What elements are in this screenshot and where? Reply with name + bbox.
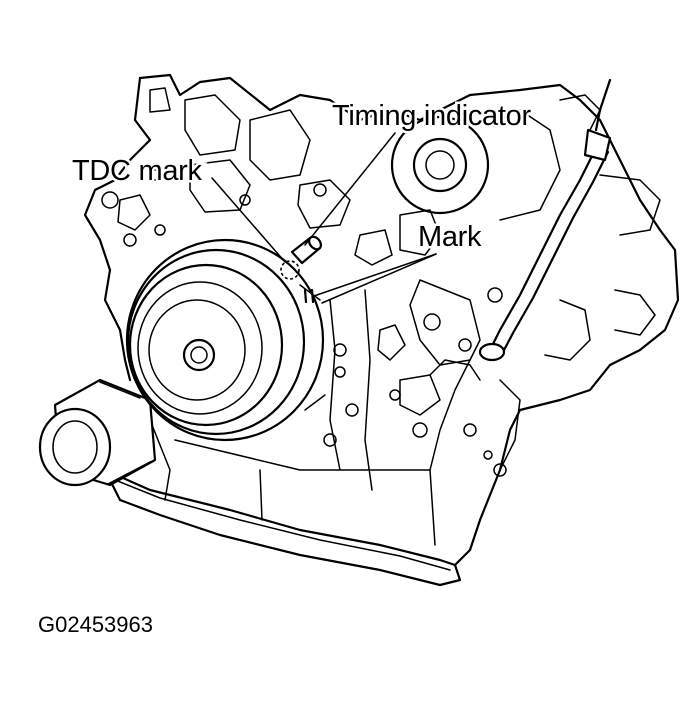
crankshaft-pulley	[125, 238, 326, 442]
dipstick-tube	[429, 78, 612, 471]
timing-indicator-label: Timing indicator	[332, 100, 531, 132]
oil-pan	[103, 419, 462, 587]
figure-code: G02453963	[38, 612, 153, 637]
leader-lines	[211, 132, 437, 304]
oil-filter	[38, 378, 157, 487]
engine-block	[83, 73, 680, 567]
mark-label: Mark	[418, 221, 482, 253]
timing-marks	[280, 235, 323, 304]
tdc-mark-label: TDC mark	[72, 155, 203, 187]
